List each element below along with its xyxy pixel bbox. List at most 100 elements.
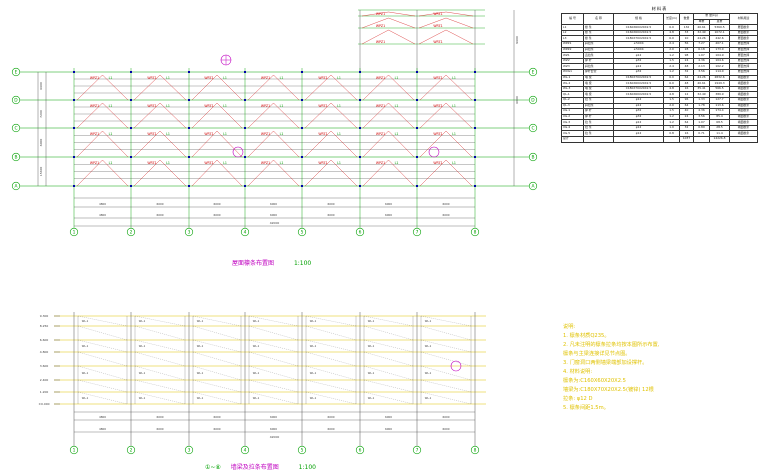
truss-label: WPZ1 (261, 76, 270, 80)
tie-line (192, 365, 242, 381)
tie-line (363, 391, 414, 405)
tie-line (305, 351, 357, 367)
note-line: 檩条为:C160X60X20X2.5 (563, 378, 626, 384)
beam-label: WL-1 (425, 396, 432, 400)
axis-bubble-row: B (531, 155, 534, 161)
column-marker (73, 127, 75, 129)
column-marker (73, 99, 75, 101)
dim-text: 15600 (39, 167, 43, 177)
brace-line (273, 159, 300, 187)
tie-line (363, 351, 414, 367)
table-cell: 墙面檩条 (729, 91, 758, 98)
truss-label: WPZ1 (318, 161, 327, 165)
brace-line (159, 130, 187, 158)
beam-label: WL-1 (253, 344, 260, 348)
tie-line (192, 391, 242, 405)
brace-line (76, 102, 103, 129)
beam-label: WL-1 (197, 319, 204, 323)
axis-bubble-row: A (531, 184, 534, 190)
beam-label: WL-1 (139, 371, 146, 375)
dim-text: 4800 (99, 213, 106, 217)
beam-label: WL-1 (310, 319, 317, 323)
brace-line (191, 74, 218, 101)
truss-label: WPZ1 (376, 40, 385, 44)
brace-line (419, 102, 447, 129)
table-cell: 墙面檩条 (729, 85, 758, 93)
axis-bubble-row-circle (11, 152, 21, 162)
tie-line (134, 351, 186, 367)
wall-plan-title-marks: ①~⑧ (205, 464, 221, 471)
brace-line (247, 130, 274, 158)
tie-line (305, 365, 357, 381)
truss-label: WPZ1 (433, 161, 442, 165)
purlin-label: L1 (280, 161, 284, 165)
table-header-cell: 规 格 (613, 12, 664, 26)
column-marker (416, 127, 418, 129)
tie-line (134, 339, 186, 353)
tie-line (134, 315, 186, 327)
brace-line (445, 17, 474, 29)
brace-line (102, 159, 129, 187)
purlin-label: L1 (280, 132, 284, 136)
column-marker (359, 185, 361, 187)
column-marker (301, 185, 303, 187)
dim-text: 6000 (270, 415, 277, 419)
truss-label: WPZ1 (433, 76, 442, 80)
beam-label: WL-1 (368, 344, 375, 348)
beam-label: WL-1 (425, 319, 432, 323)
truss-label: WPZ1 (376, 161, 385, 165)
elevation-label: 2.400 (40, 378, 49, 382)
brace-line (362, 130, 389, 158)
brace-line (330, 159, 358, 187)
purlin-label: L1 (337, 132, 341, 136)
tie-line (305, 315, 357, 327)
beam-label: WL-1 (368, 396, 375, 400)
purlin-label: L1 (395, 132, 399, 136)
truss-label: WPZ1 (318, 104, 327, 108)
purlin-label: L1 (109, 76, 113, 80)
brace-line (304, 130, 332, 158)
brace-line (273, 74, 300, 101)
table-cell: 墙面檩条 (729, 74, 758, 82)
brace-line (304, 159, 332, 187)
brace-line (418, 29, 447, 45)
wall-plan-title: ①~⑧ 墙梁及拉条布置图 1:100 (205, 462, 316, 471)
tie-line (420, 339, 472, 353)
column-marker (73, 156, 75, 158)
table-cell: 墙面檩条 (729, 80, 758, 87)
brace-line (362, 74, 389, 101)
brace-line (216, 159, 243, 187)
table-header-cell: 数量 (679, 12, 694, 26)
axis-bubble-col: 6 (359, 230, 362, 236)
truss-label: WPZ1 (318, 132, 327, 136)
elevation-label: 8.250 (40, 324, 49, 328)
brace-line (216, 130, 243, 158)
dim-text: 6000 (385, 213, 392, 217)
note-line: 1. 檩条材质Q235。 (563, 333, 610, 339)
purlin-label: L1 (452, 104, 456, 108)
brace-line (445, 11, 474, 17)
column-marker (130, 156, 132, 158)
table-total-label: 总计 (561, 136, 584, 143)
tie-line (77, 339, 128, 353)
beam-label: WL-1 (310, 396, 317, 400)
column-marker (188, 127, 190, 129)
table-total-weight: 14226.8 (709, 136, 730, 143)
brace-line (102, 74, 129, 101)
brace-line (304, 102, 332, 129)
axis-bubble-row: E (15, 70, 18, 76)
brace-line (133, 102, 161, 129)
axis-bubble-row: C (14, 126, 17, 132)
dim-text: 6000 (39, 139, 43, 147)
brace-line (216, 74, 243, 101)
beam-label: WL-1 (82, 344, 89, 348)
truss-label: WPZ1 (433, 132, 442, 136)
column-marker (244, 71, 246, 73)
